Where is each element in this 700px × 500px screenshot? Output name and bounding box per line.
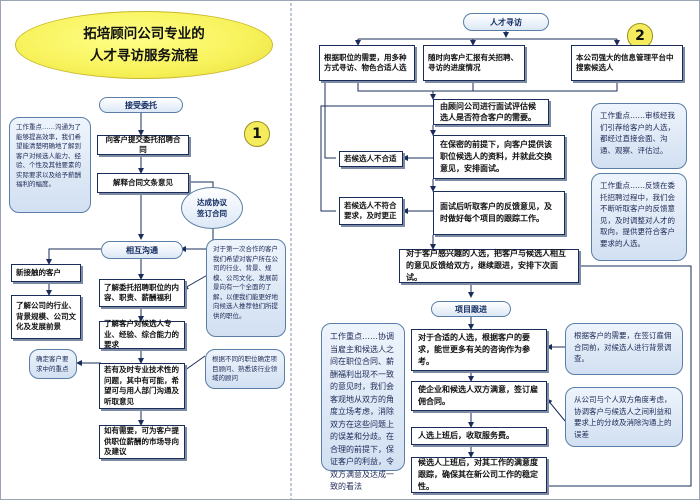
search-methods-box: 根据职位的需要，用多种方式寻访、物色合适人选 bbox=[319, 45, 415, 81]
note-comm-focus: 工作重点……沟通为了能够提高效率，我们希望能清楚明确地了解到客户对候选人能力、经… bbox=[9, 117, 91, 213]
new-client-box: 新接触的客户 bbox=[11, 264, 81, 282]
title-line-2: 人才寻访服务流程 bbox=[90, 48, 198, 64]
onboard-box: 人选上班后，收取服务费。 bbox=[411, 427, 547, 445]
plan-advice-box: 如有需要，可为客户提供职位薪酬的市场导向及建议 bbox=[99, 425, 185, 459]
mutual-satisfy-box: 使企业和候选人双方满意，签订雇佣合同。 bbox=[411, 381, 547, 411]
platform-search-box: 本公司强大的信息管理平台中搜索候选人 bbox=[571, 45, 683, 81]
note-first-coop: 对于第一次合作的客户我们希望对客户所在公司的行业、背景、规模、公司文化、发展前景… bbox=[206, 239, 286, 337]
confirm-key-note: 确定客户要求中的重点 bbox=[29, 349, 77, 379]
feedback-box: 面试后听取客户的反馈意见，及时做好每个项目的跟踪工作。 bbox=[433, 191, 565, 235]
arrow-right-notmeet-back bbox=[320, 105, 433, 212]
arrow-right-interest bbox=[546, 398, 566, 422]
step-badge-1: 1 bbox=[244, 121, 270, 147]
commission-pill: 接受委托 bbox=[99, 97, 183, 113]
arrow-left-note bbox=[180, 355, 206, 374]
agreement-ellipse: 达成协议 签订合同 bbox=[181, 187, 243, 229]
not-meet-box: 若候选人不符合要求，及时更正 bbox=[339, 197, 403, 225]
note-review: 工作重点……审核经我们引荐给客户的人选，都经过直接会面、沟通、观察、评估过。 bbox=[591, 103, 687, 169]
report-progress-box: 随时向客户汇报有关招聘、寻访的进度情况 bbox=[423, 45, 525, 81]
learn-company-box: 了解公司的行业、背景规模、公司文化及发展前景 bbox=[11, 295, 81, 339]
explain-contract-box: 解释合同文条意见 bbox=[97, 173, 189, 193]
learn-expect-box: 了解客户对候选人专业、经验、综合能力的要求 bbox=[99, 319, 185, 349]
note-coordinate: 工作重点……协调当雇主和候选人之间在职位合同、薪酬福利出现不一致的意见时，我们会… bbox=[321, 323, 405, 491]
confidential-box: 在保密的前提下，向客户提供该职位候选人的资料，并就此交换意见，安排面试。 bbox=[433, 135, 565, 179]
title-line-1: 拓培顾问公司专业的 bbox=[83, 26, 205, 42]
arrow-right-loop bbox=[540, 265, 692, 489]
agreement-line-1: 达成协议 bbox=[197, 198, 227, 207]
agreement-line-2: 签订合同 bbox=[197, 209, 227, 218]
arrow-right-merge bbox=[357, 81, 618, 92]
not-fit-box: 若候选人不合适 bbox=[339, 151, 403, 167]
flow-title: 拓培顾问公司专业的 人才寻访服务流程 bbox=[15, 11, 273, 79]
note-interest: 从公司与个人双方角度考虑，协调客户与候选人之间利益和要求上的分歧及消除沟通上的误… bbox=[565, 387, 683, 447]
arrow-left-newclient bbox=[46, 248, 101, 265]
note-position-consultant: 根据不同的职位确定项目顾问、熟悉该行业领域的顾问 bbox=[205, 349, 285, 389]
stability-box: 候选人上班后，对其工作的满意度跟踪，确保其在新公司工作的稳定性。 bbox=[411, 457, 547, 493]
candidate-req-box: 对于合适的人选，根据客户的要求，能世更多有关的咨询作为参考。 bbox=[411, 329, 547, 371]
submit-contract-box: 向客户提交委托招聘合同 bbox=[97, 135, 189, 155]
step-badge-2: 2 bbox=[627, 23, 653, 49]
follow-up-pill: 项目跟进 bbox=[431, 301, 511, 317]
learn-position-box: 了解委托招聘职位的内容、职责、薪酬福利 bbox=[99, 279, 185, 307]
talent-search-pill: 人才寻访 bbox=[463, 13, 549, 31]
mutual-comm-pill: 相互沟通 bbox=[101, 241, 183, 259]
note-demand: 根据客户的需要，在签订雇佣合同前，对候选人进行背景调查。 bbox=[565, 323, 683, 375]
note-feedback: 工作重点……反馈在委托招聘过程中，我们会不断听取客户的反馈意见，及时调整对人才的… bbox=[591, 173, 687, 261]
special-req-box: 若有及时专业技术性的问题，其中有可能，希望可与用人部门沟通及听取意见 bbox=[99, 363, 185, 409]
interview-eval-box: 由顾问公司进行面试评估候选人是否符合客户的需要。 bbox=[433, 99, 549, 125]
satisfied-box: 对于客户感兴趣的人选，把客户与候选人相互的意见反馈给双方，继续跟进，安排下次面试… bbox=[399, 249, 579, 283]
